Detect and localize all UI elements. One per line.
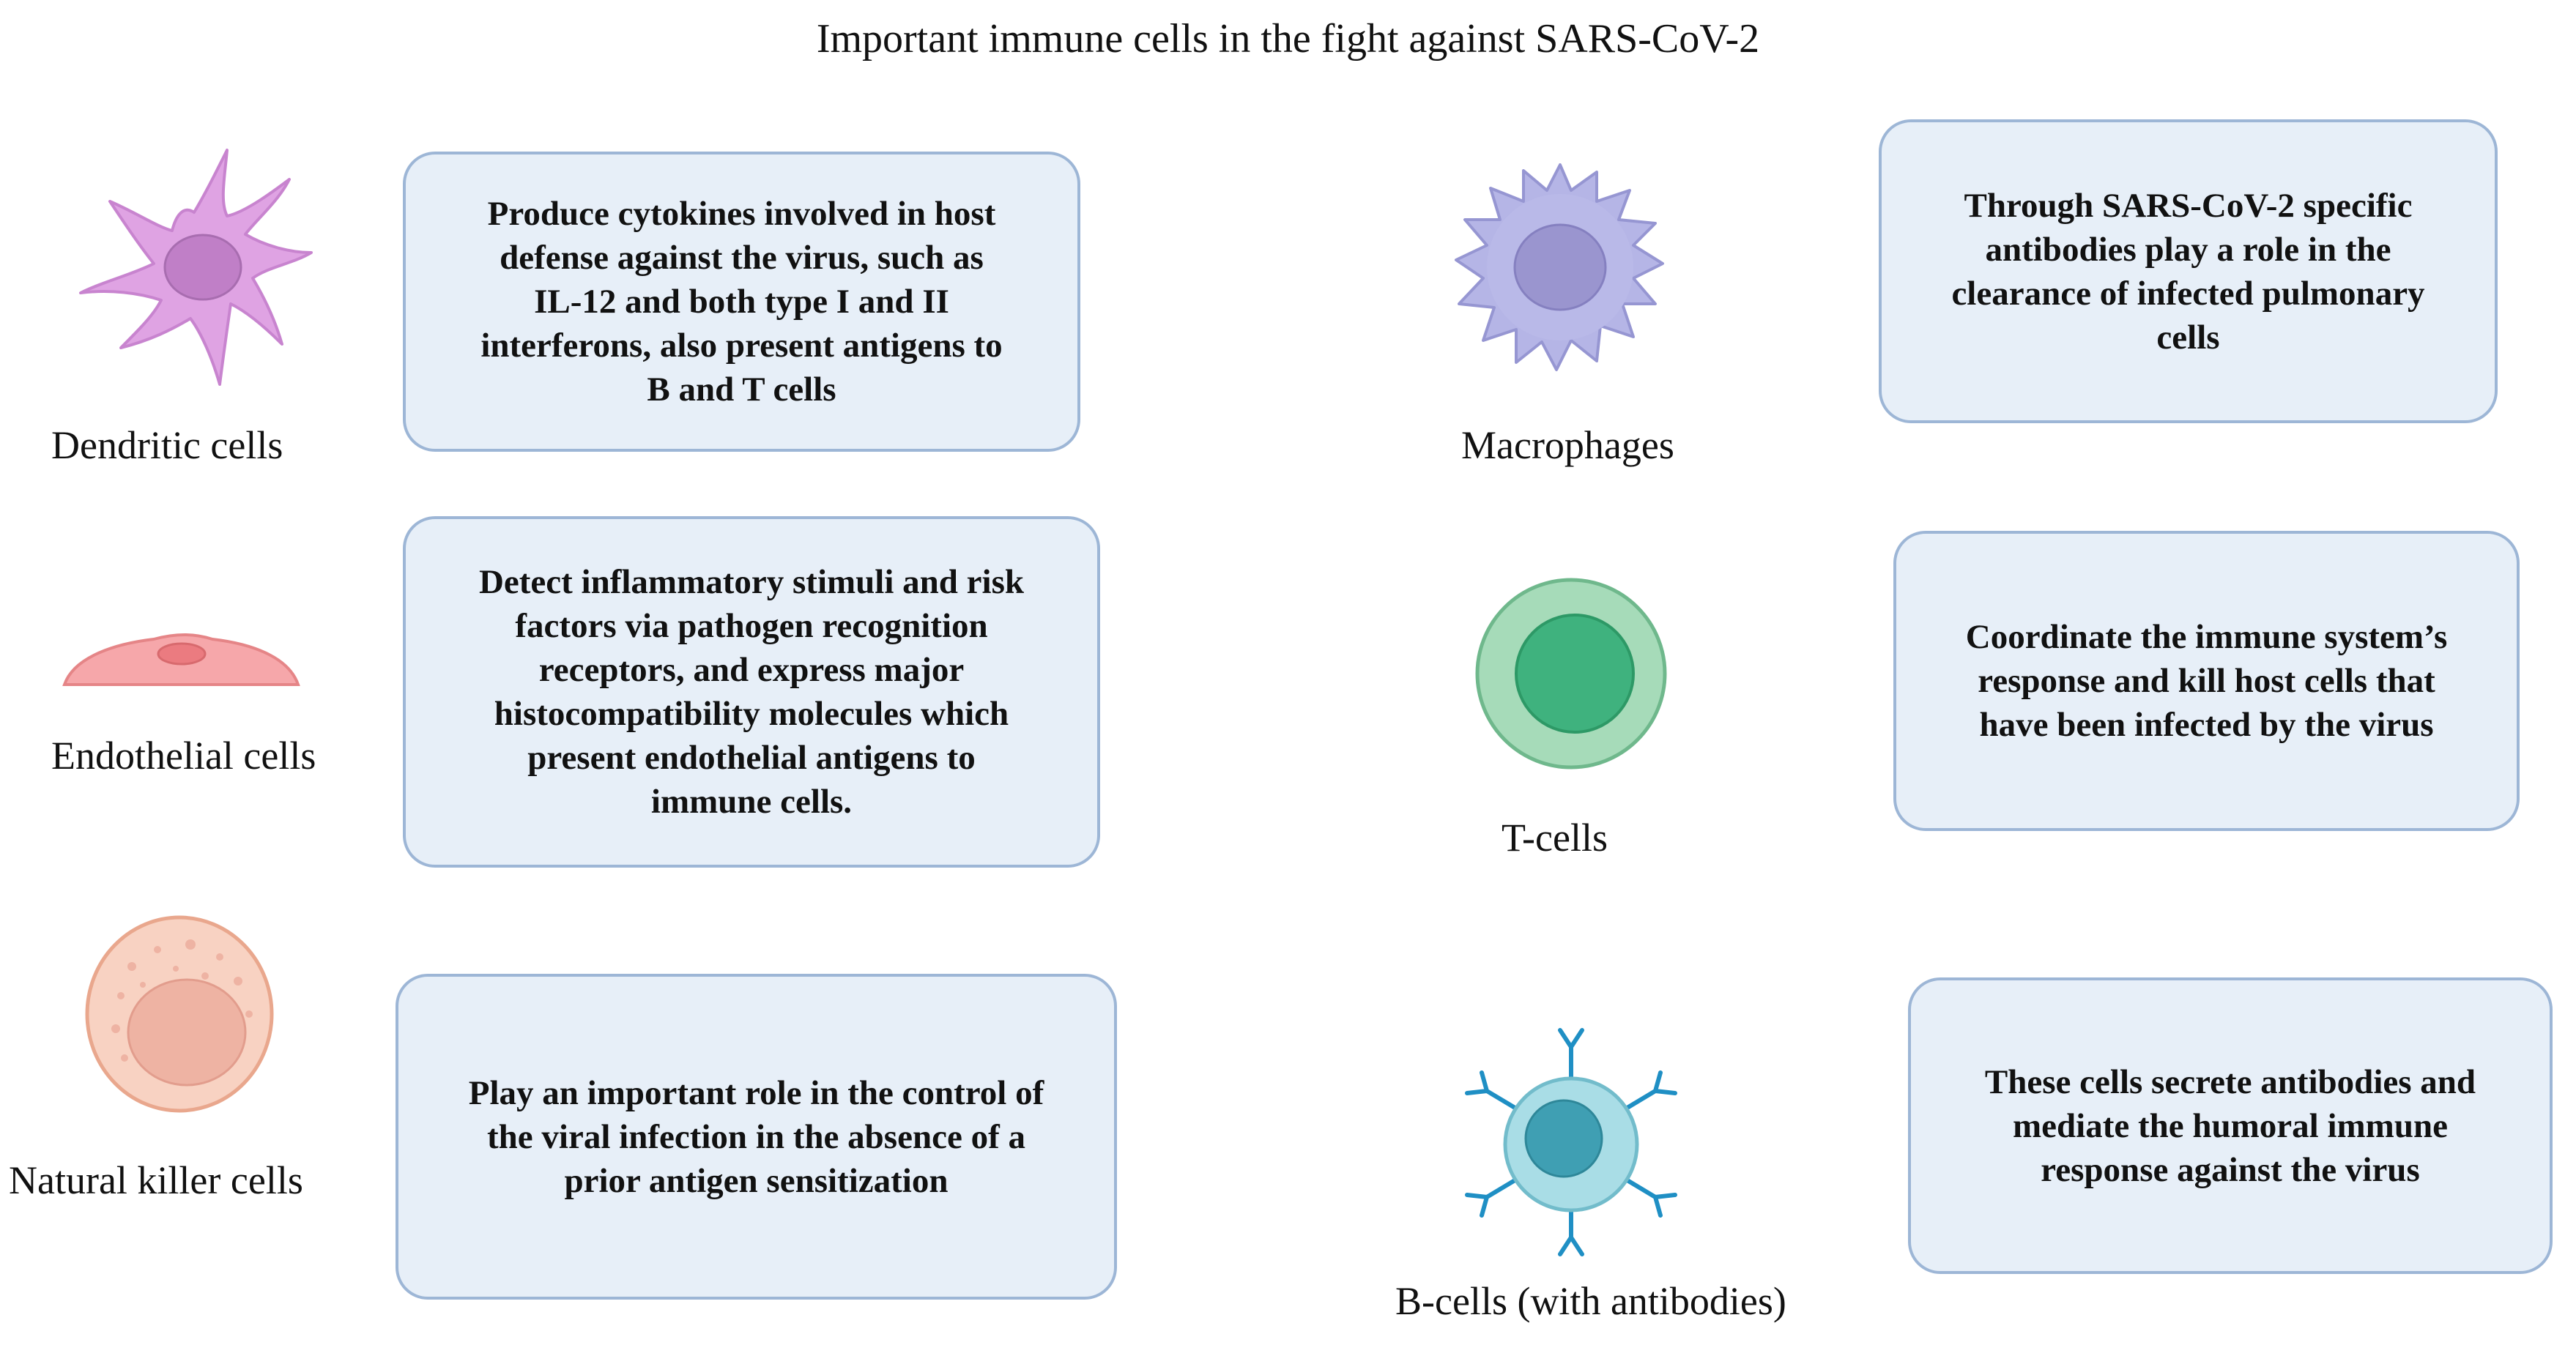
cell-label-t-cell: T-cells bbox=[1502, 816, 1608, 860]
cell-label-b-cell: B-cells (with antibodies) bbox=[1395, 1279, 1786, 1323]
cell-label-natural-killer: Natural killer cells bbox=[9, 1158, 303, 1202]
figure-title: Important immune cells in the fight agai… bbox=[816, 16, 1760, 62]
cell-label-endothelial: Endothelial cells bbox=[51, 734, 316, 778]
endothelial-cell-icon bbox=[62, 633, 300, 686]
description-text-endothelial: Detect inflammatory stimuli and risk fac… bbox=[478, 563, 1025, 821]
description-text-macrophage: Through SARS-CoV-2 specific antibodies p… bbox=[1951, 186, 2425, 357]
description-box-dendritic: Produce cytokines involved in host defen… bbox=[403, 152, 1080, 452]
description-text-dendritic: Produce cytokines involved in host defen… bbox=[480, 195, 1003, 409]
description-box-natural-killer: Play an important role in the control of… bbox=[396, 974, 1117, 1300]
cell-label-dendritic: Dendritic cells bbox=[51, 423, 283, 467]
dendritic-cell-icon bbox=[79, 149, 313, 386]
description-box-macrophage: Through SARS-CoV-2 specific antibodies p… bbox=[1879, 119, 2498, 423]
cell-label-macrophage: Macrophages bbox=[1461, 423, 1674, 467]
description-text-t-cell: Coordinate the immune system’s response … bbox=[1965, 618, 2448, 744]
natural-killer-cell-icon bbox=[85, 915, 274, 1113]
description-box-t-cell: Coordinate the immune system’s response … bbox=[1893, 531, 2520, 831]
t-cell-icon bbox=[1475, 578, 1667, 770]
description-text-b-cell: These cells secrete antibodies and media… bbox=[1984, 1062, 2476, 1189]
macrophage-icon bbox=[1455, 163, 1664, 371]
description-text-natural-killer: Play an important role in the control of… bbox=[468, 1073, 1044, 1200]
description-box-b-cell: These cells secrete antibodies and media… bbox=[1908, 977, 2553, 1274]
b-cell-icon bbox=[1465, 1028, 1677, 1256]
description-box-endothelial: Detect inflammatory stimuli and risk fac… bbox=[403, 516, 1100, 868]
